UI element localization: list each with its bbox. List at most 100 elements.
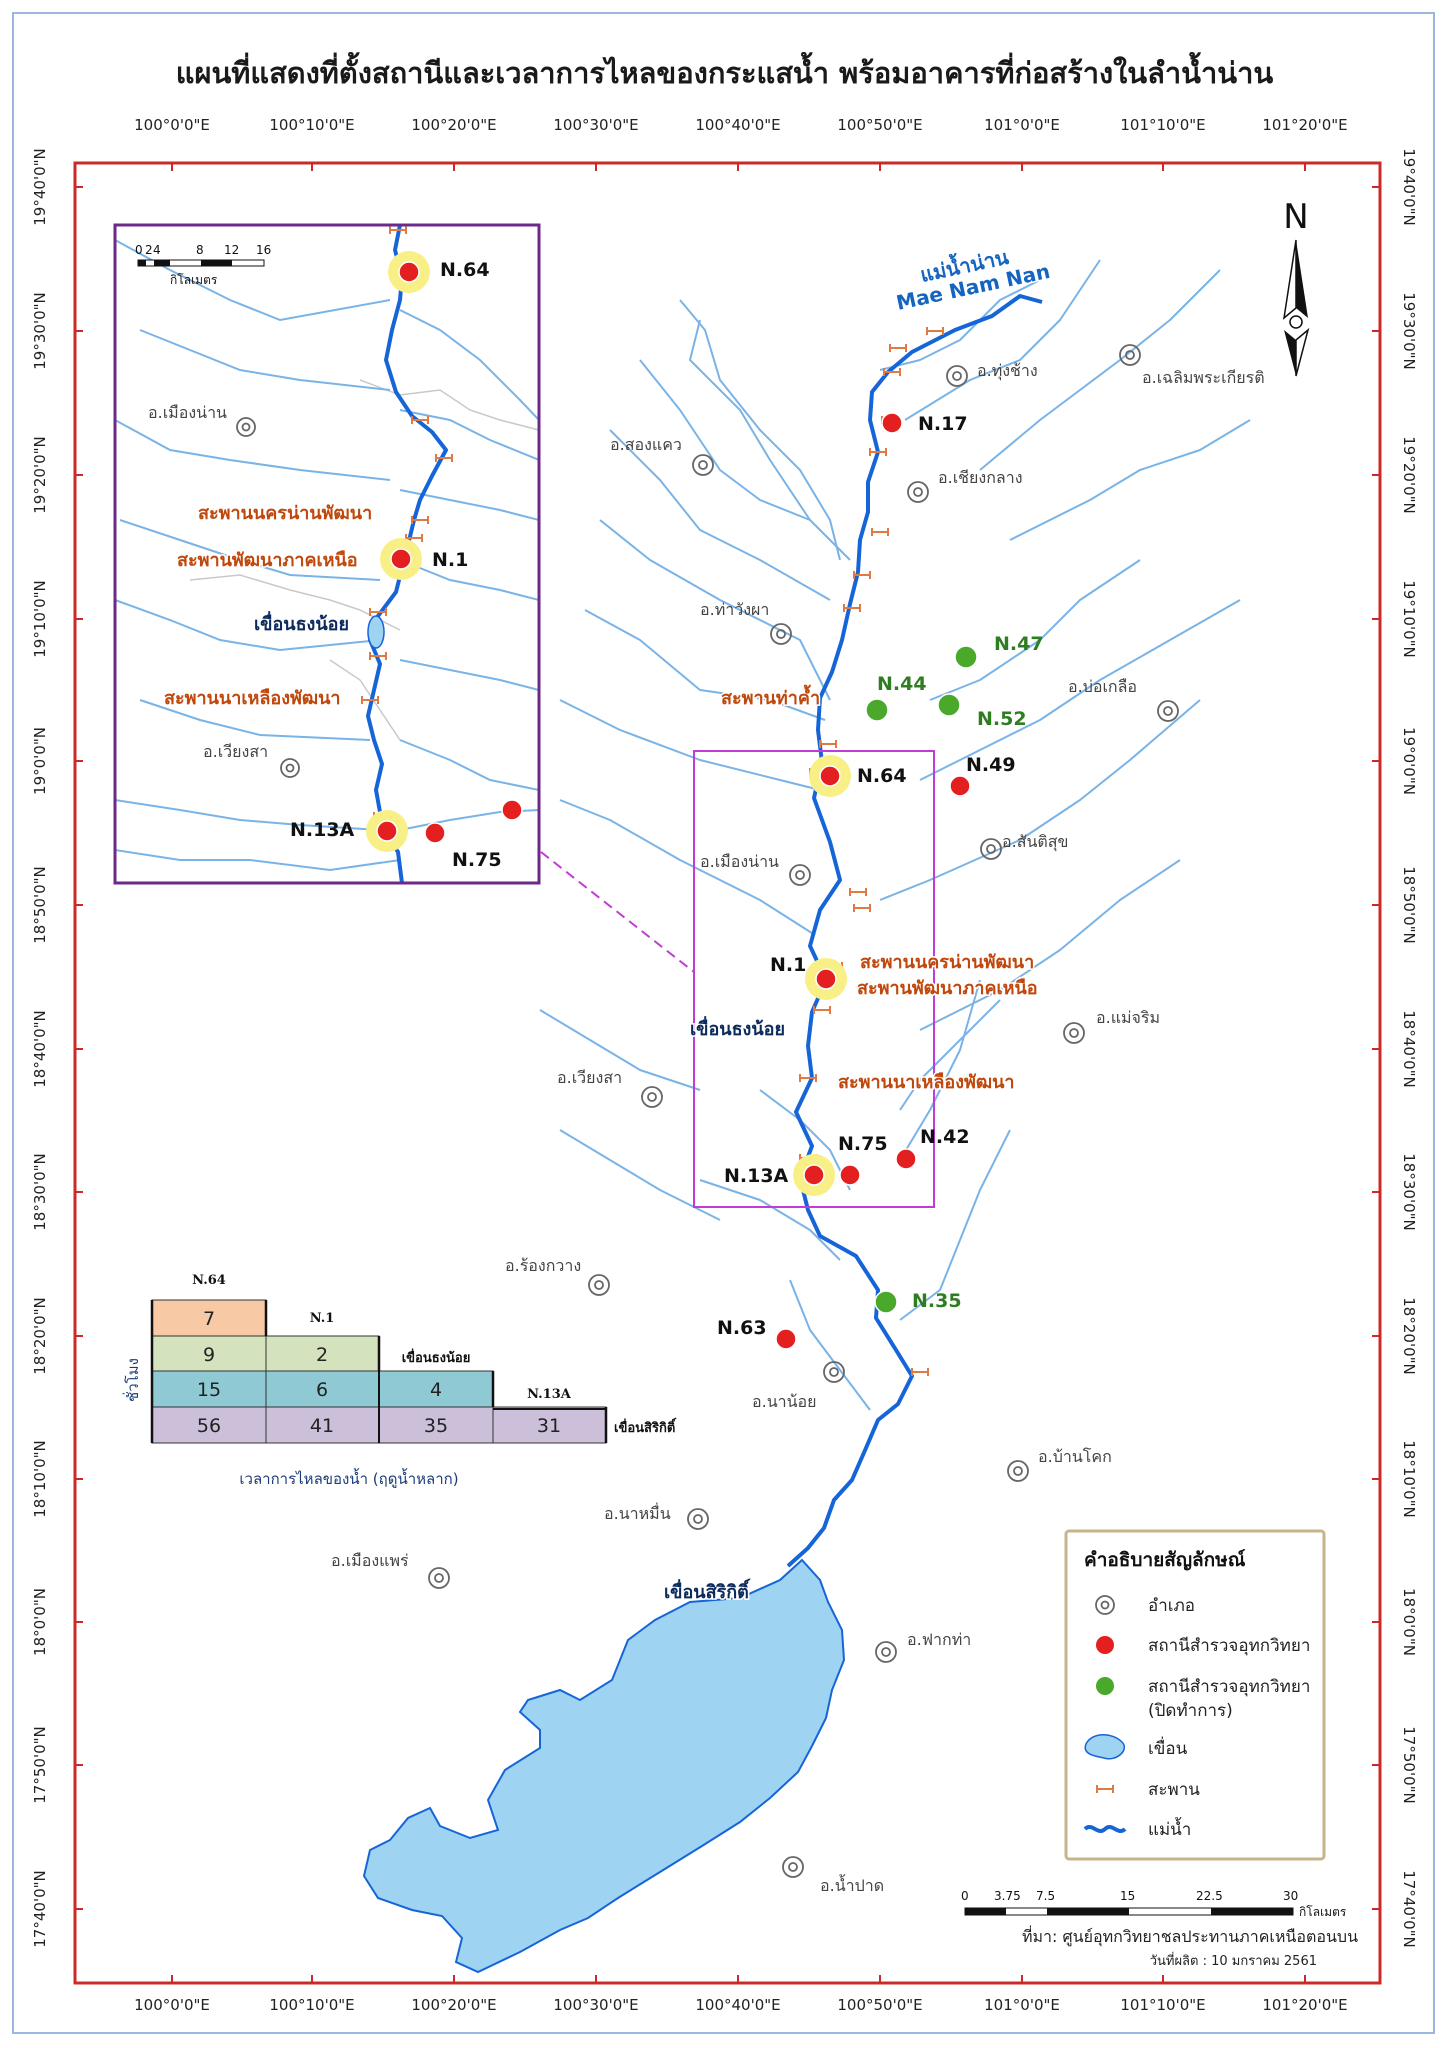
table-cell: 9 — [203, 1344, 215, 1366]
lat-label-right: 18°10'0"N — [1400, 1440, 1418, 1517]
lon-label-bottom: 100°50'0"E — [837, 1996, 922, 2014]
district-icon — [692, 454, 714, 476]
station-label: N.49 — [966, 754, 1016, 776]
district-label: อ.เวียงสา — [557, 1068, 622, 1087]
lon-label-bottom: 100°10'0"E — [269, 1996, 354, 2014]
tributary — [559, 1129, 721, 1221]
district-label: อ.บ่อเกลือ — [1068, 677, 1137, 696]
sirikit-reservoir — [362, 1558, 846, 1974]
tributary — [899, 979, 981, 1161]
station-active-icon — [775, 1328, 797, 1350]
station-active-icon — [424, 822, 446, 844]
station-active-icon — [949, 775, 971, 797]
map-title: แผนที่แสดงที่ตั้งสถานีและเวลาการไหลของกร… — [175, 56, 1274, 90]
lon-label-top: 100°0'0"E — [134, 116, 210, 134]
graticule: 100°0'0"E100°0'0"E100°10'0"E100°10'0"E10… — [31, 116, 1418, 2014]
svg-text:15: 15 — [1120, 1889, 1135, 1903]
lat-label-left: 19°40'0"N — [31, 148, 49, 225]
tributary — [879, 279, 1041, 371]
station-label: N.52 — [977, 708, 1027, 730]
tributary — [699, 1179, 841, 1261]
svg-text:2: 2 — [145, 243, 153, 257]
station-active-icon — [501, 799, 523, 821]
svg-text:8: 8 — [196, 243, 204, 257]
tributary — [929, 559, 1141, 701]
legend-sublabel: (ปิดทำการ) — [1148, 1701, 1233, 1721]
travel-time-table: N.64 N.1 เขื่อนธงน้อย N.13A เขื่อนสิริกิ… — [122, 1273, 677, 1488]
lon-label-top: 100°40'0"E — [695, 116, 780, 134]
lat-label-right: 17°40'0"N — [1400, 1870, 1418, 1947]
tributary — [559, 799, 816, 936]
station-label: N.63 — [717, 1317, 767, 1339]
inset-map: 0 2 4 8 12 16 กิโลเมตร N.64 N.1 N.13A N.… — [113, 223, 541, 885]
lon-label-top: 101°20'0"E — [1262, 116, 1347, 134]
tributary — [919, 599, 1241, 781]
lon-label-top: 100°10'0"E — [269, 116, 354, 134]
district-label: อ.เมืองน่าน — [700, 852, 779, 871]
tributary — [539, 1009, 701, 1091]
tributary — [899, 999, 1001, 1111]
district-label: อ.น้ำปาด — [820, 1874, 884, 1895]
district-label: อ.นาน้อย — [752, 1392, 817, 1411]
table-cell: 41 — [310, 1415, 334, 1437]
district-icon — [1063, 1022, 1085, 1044]
station-active-icon — [390, 548, 412, 570]
lat-label-right: 19°40'0"N — [1400, 148, 1418, 225]
district-label: อ.ร้องกวาง — [505, 1256, 581, 1275]
dam-label: เขื่อนสิริกิติ์ — [664, 1578, 751, 1603]
district-label: อ.เมืองน่าน — [148, 403, 227, 422]
lat-label-left: 18°30'0"N — [31, 1153, 49, 1230]
tributary — [1009, 419, 1251, 541]
district-icon — [789, 864, 811, 886]
svg-text:22.5: 22.5 — [1196, 1889, 1223, 1903]
district-label: อ.บ้านโคก — [1038, 1447, 1112, 1466]
map-frame — [73, 161, 1382, 1985]
source-credit: ที่มา: ศูนย์อุทกวิทยาชลประทานภาคเหนือตอน… — [1022, 1925, 1358, 1947]
tributary — [599, 519, 831, 701]
svg-text:N: N — [1283, 197, 1308, 237]
station-active-icon — [839, 1164, 861, 1186]
lat-label-left: 19°0'0"N — [31, 727, 49, 795]
district-icon — [1157, 700, 1179, 722]
nan-river — [786, 294, 1043, 1568]
station-label: N.1 — [432, 549, 468, 571]
district-label: อ.สองแคว — [610, 435, 682, 454]
tributary — [789, 1279, 871, 1411]
svg-text:7.5: 7.5 — [1036, 1889, 1055, 1903]
tributary — [559, 699, 821, 791]
legend-label: สถานีสำรวจอุทกวิทยา — [1148, 1677, 1310, 1697]
district-icon — [280, 758, 300, 778]
district-icon — [687, 1508, 709, 1530]
district-icon — [1095, 1595, 1115, 1615]
svg-text:กิโลเมตร: กิโลเมตร — [170, 273, 218, 287]
district-icon — [641, 1086, 663, 1108]
lat-label-left: 18°40'0"N — [31, 1010, 49, 1087]
lat-label-right: 17°50'0"N — [1400, 1726, 1418, 1803]
district-icon — [980, 838, 1002, 860]
station-label: N.17 — [918, 413, 968, 435]
station-active-icon — [803, 1164, 825, 1186]
station-active-icon — [895, 1148, 917, 1170]
river-icon — [1083, 1825, 1127, 1833]
lon-label-top: 101°0'0"E — [984, 116, 1060, 134]
lon-label-top: 101°10'0"E — [1120, 116, 1205, 134]
station-closed-icon — [865, 698, 889, 722]
station-active-icon — [376, 820, 398, 842]
tributary — [979, 269, 1221, 471]
lat-label-right: 18°20'0"N — [1400, 1297, 1418, 1374]
lat-label-right: 18°30'0"N — [1400, 1153, 1418, 1230]
table-cell: 6 — [316, 1379, 328, 1401]
district-icon — [907, 481, 929, 503]
district-label: อ.เวียงสา — [203, 742, 268, 761]
station-label: N.44 — [877, 673, 927, 695]
district-label: อ.นาหมื่น — [604, 1502, 671, 1523]
station-label: N.13A — [724, 1165, 789, 1187]
zoom-extent-box — [693, 750, 935, 1208]
station-closed-icon — [1096, 1677, 1114, 1695]
inset-border — [113, 223, 541, 885]
table-cell: 2 — [316, 1344, 328, 1366]
table-cell: 56 — [197, 1415, 221, 1437]
bridge-label: สะพานนาเหลืองพัฒนา — [164, 688, 341, 709]
lat-label-right: 19°0'0"N — [1400, 727, 1418, 795]
